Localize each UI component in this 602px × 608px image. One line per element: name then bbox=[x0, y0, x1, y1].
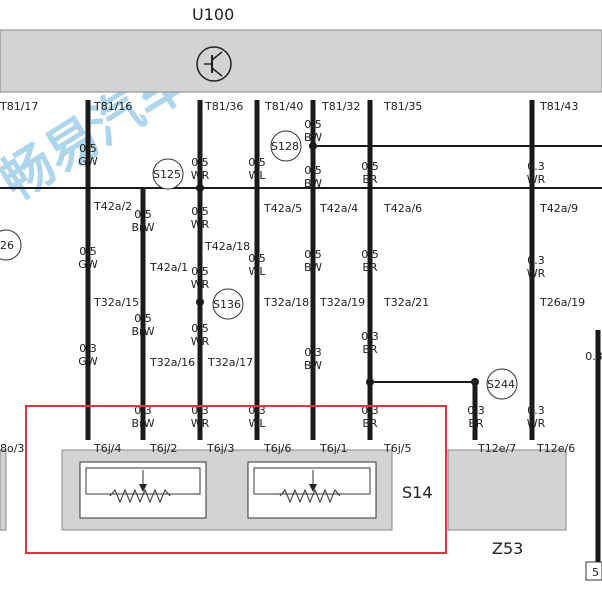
svg-text:T32a/16: T32a/16 bbox=[149, 356, 195, 369]
svg-text:T32a/18: T32a/18 bbox=[263, 296, 309, 309]
svg-text:0.5WL: 0.5WL bbox=[248, 252, 266, 278]
svg-text:0.3WL: 0.3WL bbox=[248, 404, 266, 430]
svg-text:T6j/5: T6j/5 bbox=[383, 442, 411, 455]
svg-text:T81/43: T81/43 bbox=[539, 100, 578, 113]
splice-markers: S125 S128 S136 S244 26 bbox=[0, 130, 518, 400]
svg-text:0.5WR: 0.5WR bbox=[191, 156, 210, 182]
svg-text:T81/17: T81/17 bbox=[0, 100, 38, 113]
svg-text:0.3GW: 0.3GW bbox=[78, 342, 98, 368]
svg-text:T42a/5: T42a/5 bbox=[263, 202, 302, 215]
splice-s244: S244 bbox=[487, 378, 515, 391]
svg-text:T32a/19: T32a/19 bbox=[319, 296, 365, 309]
svg-text:T42a/18: T42a/18 bbox=[204, 240, 250, 253]
svg-text:0.5BR: 0.5BR bbox=[361, 248, 379, 274]
svg-text:T42a/9: T42a/9 bbox=[539, 202, 578, 215]
svg-text:0.5BR: 0.5BR bbox=[361, 160, 379, 186]
cross-wires bbox=[0, 145, 602, 383]
svg-text:0.3BR: 0.3BR bbox=[467, 404, 485, 430]
svg-text:T42a/2: T42a/2 bbox=[93, 200, 132, 213]
module-u100 bbox=[0, 29, 602, 93]
svg-text:T26a/19: T26a/19 bbox=[539, 296, 585, 309]
svg-text:T42a/6: T42a/6 bbox=[383, 202, 422, 215]
svg-text:0.5BW: 0.5BW bbox=[304, 164, 322, 190]
svg-text:0.3WR: 0.3WR bbox=[527, 160, 546, 186]
highlight-box bbox=[25, 405, 447, 554]
svg-text:0.3BW: 0.3BW bbox=[304, 346, 322, 372]
svg-text:T42a/1: T42a/1 bbox=[149, 261, 188, 274]
svg-text:T42a/4: T42a/4 bbox=[319, 202, 358, 215]
transistor-icon bbox=[196, 46, 232, 82]
svg-text:T32a/21: T32a/21 bbox=[383, 296, 429, 309]
connector-labels: T42a/2 T42a/1 T42a/18 T42a/5 T42a/4 T42a… bbox=[93, 200, 585, 369]
svg-text:T6j/4: T6j/4 bbox=[93, 442, 121, 455]
svg-text:T12e/6: T12e/6 bbox=[536, 442, 575, 455]
module-u100-label: U100 bbox=[192, 5, 234, 24]
svg-text:T6j/2: T6j/2 bbox=[149, 442, 177, 455]
splice-s128: S128 bbox=[271, 140, 299, 153]
svg-text:0.5WL: 0.5WL bbox=[248, 156, 266, 182]
potentiometer-left bbox=[79, 461, 207, 519]
svg-text:0.3WR: 0.3WR bbox=[527, 404, 546, 430]
potentiometer-right bbox=[247, 461, 377, 519]
svg-text:0.3BR: 0.3BR bbox=[361, 404, 379, 430]
module-edge-box-label: 5 bbox=[592, 566, 599, 579]
svg-text:0.3WR: 0.3WR bbox=[527, 254, 546, 280]
wires bbox=[85, 100, 535, 440]
svg-text:0.3WR: 0.3WR bbox=[191, 404, 210, 430]
svg-text:T6j/1: T6j/1 bbox=[319, 442, 347, 455]
bottom-pin-labels: T6j/4 T6j/2 T6j/3 T6j/6 T6j/1 T6j/5 T12e… bbox=[0, 442, 575, 455]
svg-text:T81/36: T81/36 bbox=[204, 100, 243, 113]
svg-text:T6j/3: T6j/3 bbox=[206, 442, 234, 455]
svg-text:T6j/6: T6j/6 bbox=[263, 442, 291, 455]
svg-text:0.5BW: 0.5BW bbox=[304, 248, 322, 274]
svg-text:8o/3: 8o/3 bbox=[0, 442, 24, 455]
splice-s125: S125 bbox=[153, 168, 181, 181]
module-z53-label: Z53 bbox=[492, 539, 523, 558]
svg-text:0.3BR: 0.3BR bbox=[361, 330, 379, 356]
top-pin-labels: T81/17 T81/16 T81/36 T81/40 T81/32 T81/3… bbox=[0, 100, 578, 113]
svg-text:T81/32: T81/32 bbox=[321, 100, 360, 113]
module-left-partial bbox=[0, 449, 7, 531]
svg-text:T81/16: T81/16 bbox=[93, 100, 132, 113]
svg-text:T12e/7: T12e/7 bbox=[477, 442, 516, 455]
svg-text:0.5GW: 0.5GW bbox=[78, 142, 98, 168]
svg-text:T81/35: T81/35 bbox=[383, 100, 422, 113]
svg-text:0.5BW: 0.5BW bbox=[304, 118, 322, 144]
svg-text:0.5WR: 0.5WR bbox=[191, 205, 210, 231]
splice-s136: S136 bbox=[213, 298, 241, 311]
svg-text:0.5WR: 0.5WR bbox=[191, 265, 210, 291]
svg-text:0.5GW: 0.5GW bbox=[78, 245, 98, 271]
svg-text:T32a/15: T32a/15 bbox=[93, 296, 139, 309]
splice-dots bbox=[196, 142, 479, 386]
splice-26: 26 bbox=[0, 239, 14, 252]
svg-text:T81/40: T81/40 bbox=[264, 100, 303, 113]
module-edge-box bbox=[585, 561, 602, 581]
module-s14-label: S14 bbox=[402, 483, 433, 502]
svg-text:T32a/17: T32a/17 bbox=[207, 356, 253, 369]
svg-text:0.5WR: 0.5WR bbox=[191, 322, 210, 348]
module-z53 bbox=[447, 449, 567, 531]
